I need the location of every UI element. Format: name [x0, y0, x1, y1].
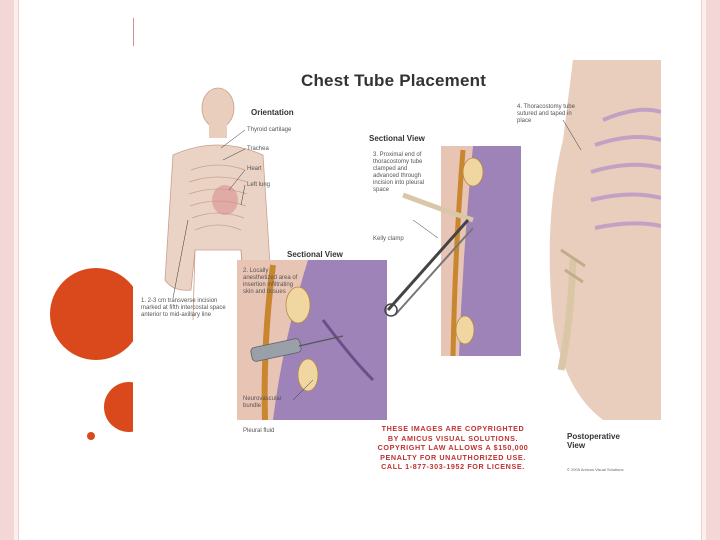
slide-border-right-inner	[701, 0, 706, 540]
copyright-line-4: penalty for unauthorized use.	[343, 453, 563, 463]
copyright-line-5: Call 1-877-303-1952 for license.	[343, 462, 563, 472]
slide-border-left	[0, 0, 15, 540]
copyright-notice: These images are copyrighted by Amicus V…	[343, 424, 563, 472]
decorative-circle-small	[87, 432, 95, 440]
step-4-label: 4. Thoracostomy tube sutured and taped i…	[517, 104, 577, 125]
step-1-label: 1. 2-3 cm transverse incision marked at …	[141, 298, 231, 319]
image-credit: © 2005 Amicus Visual Solutions	[567, 467, 623, 472]
label-heart: Heart	[247, 166, 262, 173]
postoperative-view-label: Postoperative View	[567, 432, 627, 450]
sectional-view-top-heading: Sectional View	[369, 134, 425, 143]
divider-line-top	[133, 18, 134, 46]
neurovascular-bundle-label: Neurovascular bundle	[243, 396, 283, 410]
copyright-line-3: Copyright law allows a $150,000	[343, 443, 563, 453]
slide-border-left-inner	[14, 0, 19, 540]
label-thyroid-cartilage: Thyroid cartilage	[247, 127, 291, 134]
slide-border-right	[705, 0, 720, 540]
orientation-heading: Orientation	[251, 108, 294, 117]
step-3-label: 3. Proximal end of thoracostomy tube cla…	[373, 152, 435, 194]
anatomy-illustration	[133, 60, 661, 486]
chest-tube-figure: Chest Tube Placement	[133, 60, 661, 486]
sectional-view-mid-heading: Sectional View	[287, 250, 343, 259]
copyright-line-2: by Amicus Visual Solutions.	[343, 434, 563, 444]
pleural-fluid-label: Pleural fluid	[243, 428, 274, 435]
kelly-clamp-label: Kelly clamp	[373, 236, 404, 243]
step-2-label: 2. Locally anesthetized area of insertio…	[243, 268, 299, 296]
label-left-lung: Left lung	[247, 182, 270, 189]
label-trachea: Trachea	[247, 146, 269, 153]
copyright-line-1: These images are copyrighted	[343, 424, 563, 434]
decorative-circle-large	[50, 268, 142, 360]
